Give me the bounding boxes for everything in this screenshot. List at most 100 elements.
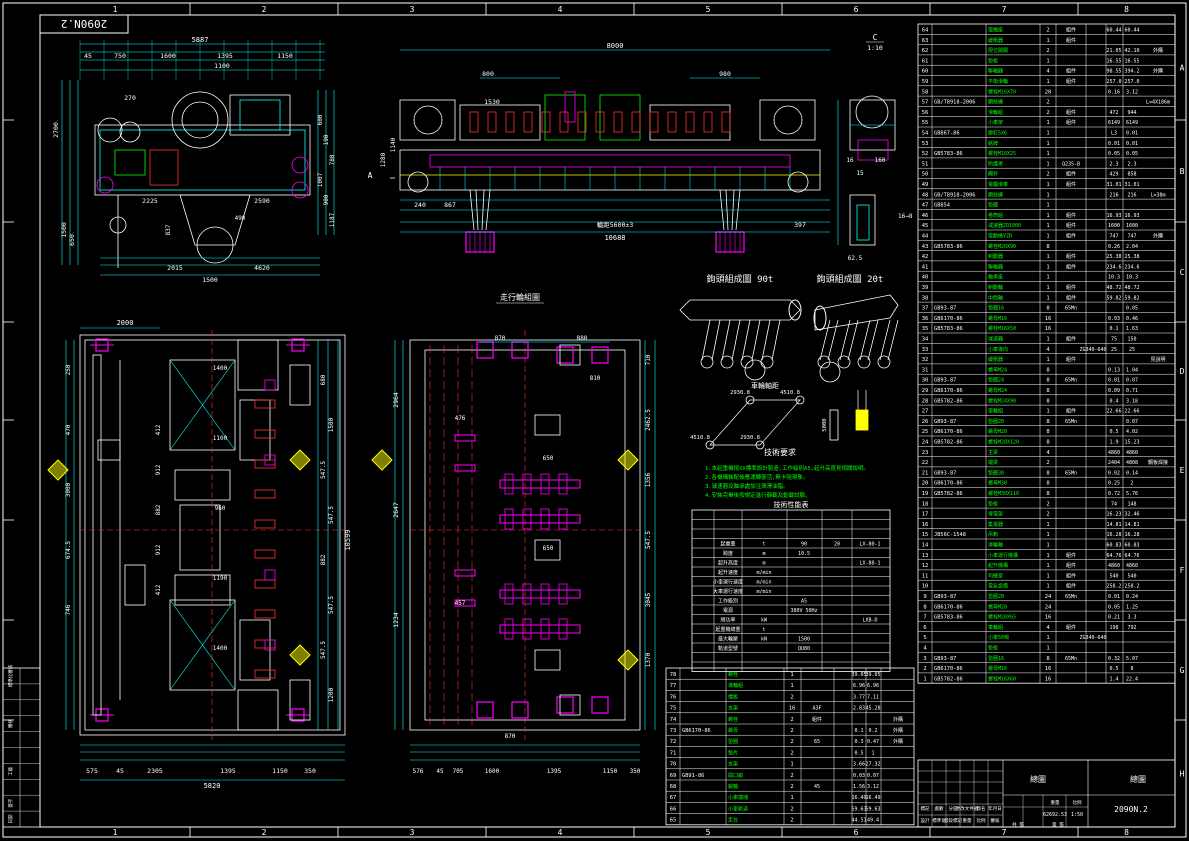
bom-remark: 外購 [893,716,903,723]
bom-unit-weight: 44.51 [851,818,866,824]
dim-text: 490 [235,215,246,222]
bom-no: 10 [922,584,929,590]
dim-text: 980 [719,70,731,78]
bom-unit-weight: 0.13 [1108,367,1120,373]
bom-unit-weight: 0.01 [1108,378,1120,384]
bom-unit-weight: 198 [1109,625,1118,631]
bom-total-weight: 1.04 [1126,367,1138,373]
bom-remark: 外購 [893,727,903,734]
girder-top-flange [429,154,791,168]
drum-upper [169,359,236,451]
bom-name: 電動機YZR [988,233,1013,240]
dim-text: 412 [155,424,162,435]
bom-total-weight: 16.55 [1124,58,1139,64]
gear-teeth [685,111,695,133]
bom-name: 車輪組 [988,624,1003,631]
spec-cell: 總功率 [720,617,735,624]
bom-total-weight: 6.96 [867,683,879,689]
bom-name: 螺母 [728,727,738,734]
spec-cell: 380V 50Hz [790,608,817,614]
bom-no: 7 [923,615,926,621]
bom-qty: 1 [1046,264,1049,270]
bom-code: GB5782-86 [934,491,963,497]
rail-joint [591,346,609,364]
bom-unit-weight: 234.6 [1106,264,1121,270]
hook-pin [700,355,714,369]
bom-no: 18 [922,501,929,507]
dim-text: 470 [65,424,72,435]
hook-big-pin [819,361,841,383]
dim-text: 2225 [142,197,158,205]
bom-name: 電纜滑車 [988,181,1008,188]
bridge-rail-view: 走行輪組圖7102462.51356547.530451370296426471… [371,292,656,775]
bom-name: 支架 [728,705,738,712]
bom-qty: 1 [1046,131,1049,137]
coupling-box [114,149,146,176]
bom-unit-weight: 16.28 [1106,532,1121,538]
bom-remark: L=38m [1150,192,1165,198]
bom-unit-weight: 60.83 [1106,543,1121,549]
bom-code: GB/T8918-2006 [934,100,975,106]
title-cell: 分區 [949,805,958,812]
bom-total-weight: 16.28 [1124,532,1139,538]
rivet-group [540,508,550,530]
bom-unit-weight: 0.5 [1109,666,1118,672]
crane-plan-view: 20006801500547.5547.5882547.5547.5120010… [47,319,352,790]
bom-no: 12 [922,563,929,569]
bom-name: 螺母M20 [988,603,1007,610]
rail-joint [591,696,609,714]
bom-remark: 外購 [1153,233,1163,240]
bom-no: 76 [670,694,677,700]
spec-cell: QU80 [798,646,810,652]
bom-material: 組件 [1066,572,1076,579]
bom-name: 滑輪軸 [988,542,1003,549]
bom-code: GB93-87 [934,306,956,312]
bom-code: GB93-87 [934,656,956,662]
bom-name: 墊圈24 [988,377,1004,384]
bom-no: 55 [922,120,929,126]
rivet-group [504,583,514,605]
bom-no: 17 [922,512,929,518]
coupling-red [254,429,276,439]
dim-text: 1500 [202,276,218,284]
gear-lower [174,574,231,606]
bom-code: GB6170-86 [682,728,711,734]
bom-material: 65Mn [1065,306,1077,312]
bom-total-weight: 3.12 [1126,89,1138,95]
bom-unit-weight: 16.93 [1106,213,1121,219]
bom-no: 11 [922,573,929,579]
bom-name: 小車軌道 [728,805,748,812]
title-cell: 共 張 [1012,821,1024,828]
zone-row-right: C [1180,268,1185,277]
bom-qty: 8 [1046,378,1049,384]
gearbox [229,94,291,136]
bom-material: 組件 [1066,171,1076,178]
bom-total-weight: 4.02 [1126,429,1138,435]
bom-no: 45 [922,223,929,229]
coupling-red [254,519,276,529]
bom-no: 54 [922,131,929,137]
hook-pin [760,355,774,369]
bom-qty: 16 [789,706,796,712]
spec-cell: 1500 [798,637,810,643]
dim-text: 1395 [547,768,562,775]
rail-joint [511,701,529,719]
bom-no: 37 [922,306,929,312]
bom-name: 螺栓M10X25 [988,150,1016,157]
cross-member [499,514,581,524]
bom-qty: 1 [1046,161,1049,167]
drive-upper [289,364,311,406]
hook-plate [731,319,741,361]
left-strip-cell: 審核 [7,719,14,728]
bom-material: 組件 [1066,552,1076,559]
bom-unit-weight: 16.23 [1106,512,1121,518]
gear-teeth [595,111,605,133]
dim-text: 547.5 [320,461,327,479]
trolley-center [179,504,221,571]
bom-code: GB5782-86 [934,398,963,404]
dim-text: 1187 [329,212,336,227]
bom-total-weight: 45.28 [865,706,880,712]
bom-remark: 鋼板焊接 [1148,459,1168,466]
